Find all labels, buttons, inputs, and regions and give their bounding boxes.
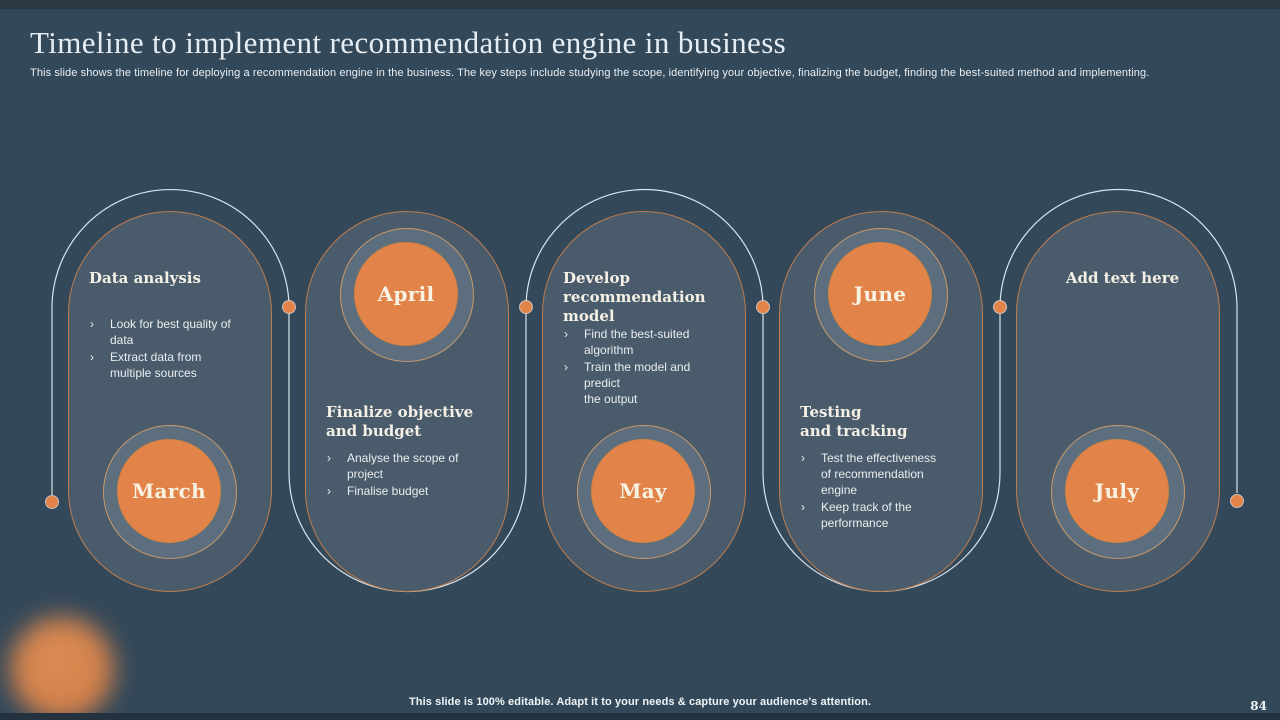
month-badge-ring: June [814,228,948,362]
bullet-text: Keep track of the performance [821,500,912,530]
top-edge-bar [0,0,1280,9]
bullet-item: › Find the best-suited algorithm [563,326,734,358]
connector-dot [756,300,770,314]
month-label: July [1094,479,1140,503]
orange-blur-decoration [10,617,114,720]
connector-dot [1230,494,1244,508]
month-badge-ring: April [340,228,474,362]
month-badge: June [828,242,932,346]
milestone-capsule: April Finalize objective and budget › Ana… [305,211,509,592]
footer-note: This slide is 100% editable. Adapt it to… [408,696,872,708]
bullet-marker-icon: › [90,317,94,331]
bullet-text: Finalise budget [347,484,429,498]
month-label: April [377,282,435,306]
bottom-edge-bar [0,713,1280,720]
bullet-item: › Test the effectiveness of recommendatio… [800,450,971,498]
milestone-text: Finalize objective and budget › Analyse t… [326,403,497,500]
connector-dot [282,300,296,314]
milestone-heading: Finalize objective and budget [326,403,474,440]
bullet-text: Find the best-suited algorithm [584,327,690,357]
slide-title: Timeline to implement recommendation eng… [30,25,787,60]
month-badge-ring: July [1051,425,1185,559]
month-badge-ring: May [577,425,711,559]
bullet-marker-icon: › [801,500,805,514]
page-number: 84 [1250,699,1267,713]
connector-dot [519,300,533,314]
bullet-marker-icon: › [327,451,331,465]
bullet-marker-icon: › [327,484,331,498]
bullet-item: › Finalise budget [326,483,497,499]
month-label: May [619,479,667,503]
milestone-heading: Develop recommendation model [563,269,706,325]
bullet-item: › Train the model and predict the output [563,359,734,407]
bullet-text: Extract data from multiple sources [110,350,202,380]
bullet-item: › Extract data from multiple sources [89,349,260,381]
month-badge: April [354,242,458,346]
milestone-heading: Testing and tracking [800,403,908,440]
milestone-heading: Data analysis [89,269,201,287]
milestone-capsule: May Develop recommendation model › Find t… [542,211,746,592]
bullet-item: › Keep track of the performance [800,499,971,531]
bullet-text: Test the effectiveness of recommendation… [821,451,937,497]
bullet-item: › Look for best quality of data [89,316,260,348]
bullet-text: Analyse the scope of project [347,451,459,481]
milestone-bullet-list: › Look for best quality of data › Extract d… [89,316,260,381]
month-badge: March [117,439,221,543]
connector-dot [993,300,1007,314]
connector-line [51,188,1238,593]
bullet-marker-icon: › [90,350,94,364]
bullet-marker-icon: › [564,360,568,374]
bullet-text: Look for best quality of data [110,317,231,347]
milestone-text: Testing and tracking › Test the effective… [800,403,971,532]
milestone-bullet-list: › Find the best-suited algorithm › Train th… [563,326,734,407]
milestone-capsule: July Add text here [1016,211,1220,592]
milestone-bullet-list: › Analyse the scope of project › Finalise b… [326,450,497,499]
milestone-capsule: March Data analysis › Look for best quali… [68,211,272,592]
month-label: March [132,479,206,503]
bullet-marker-icon: › [564,327,568,341]
milestone-bullet-list: › Test the effectiveness of recommendatio… [800,450,971,531]
month-badge: May [591,439,695,543]
milestone-capsule: June Testing and tracking › Test the effe… [779,211,983,592]
connector-dot [45,495,59,509]
month-label: June [853,282,907,306]
bullet-marker-icon: › [801,451,805,465]
month-badge: July [1065,439,1169,543]
slide-subtitle: This slide shows the timeline for deploy… [30,67,1150,79]
milestone-text: Add text here [1037,269,1208,316]
milestone-text: Data analysis › Look for best quality of … [89,269,260,382]
month-badge-ring: March [103,425,237,559]
bullet-text: Train the model and predict the output [584,360,691,406]
milestone-heading: Add text here [1065,269,1180,287]
milestone-text: Develop recommendation model › Find the b… [563,269,734,408]
bullet-item: › Analyse the scope of project [326,450,497,482]
